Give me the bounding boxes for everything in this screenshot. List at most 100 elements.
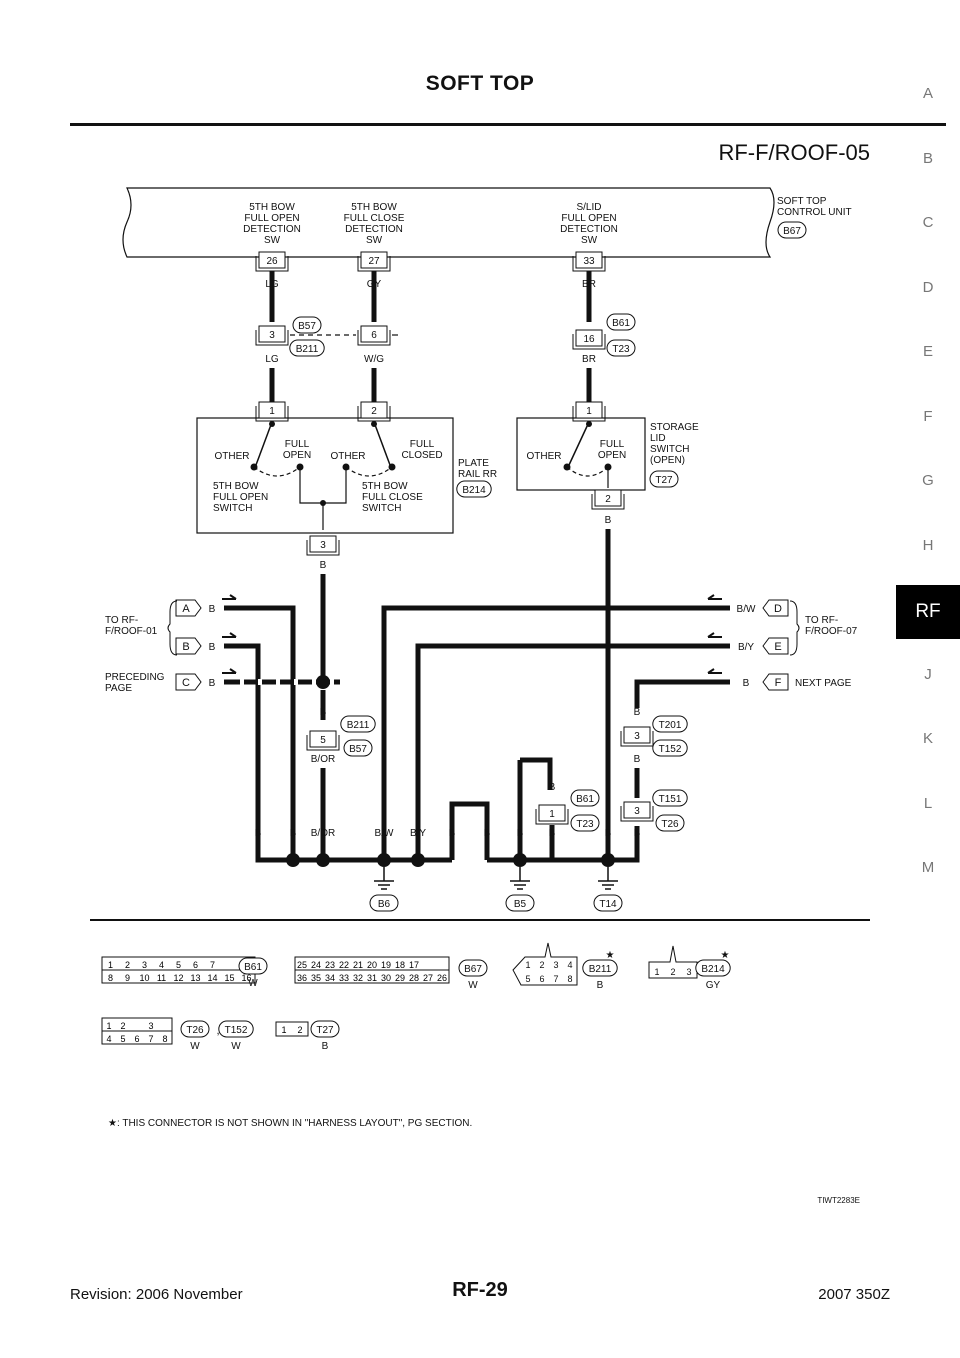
connector-shell xyxy=(620,806,654,822)
joint-pin xyxy=(575,329,603,347)
pin-label: 2 xyxy=(539,960,544,970)
connector-shell xyxy=(306,540,340,556)
section-tab-g[interactable]: G xyxy=(922,472,934,489)
switch-name: SWITCH xyxy=(213,503,252,514)
section-tab-j[interactable]: J xyxy=(924,665,932,683)
connector-face-b211 xyxy=(512,942,578,986)
section-tab-c[interactable]: C xyxy=(922,214,934,231)
ground-badge xyxy=(505,894,535,912)
connector-color: W xyxy=(468,980,478,991)
connector-id: B5 xyxy=(514,899,527,910)
connector-id: B67 xyxy=(783,226,801,237)
connector-id-badge xyxy=(652,739,688,757)
terminal-label: SW xyxy=(581,235,598,246)
pin-label: 6 xyxy=(134,1034,139,1044)
connector-id: B214 xyxy=(462,485,486,496)
control-unit-pin xyxy=(575,251,603,269)
switch-label: FULL xyxy=(410,439,435,450)
section-tab-l[interactable]: L xyxy=(923,794,933,812)
wire-color: B/W xyxy=(375,828,394,839)
pin-label: 28 xyxy=(409,973,419,983)
section-tab-d[interactable]: D xyxy=(922,278,934,296)
connector-id-badge xyxy=(289,339,325,357)
section-tab-m[interactable]: M xyxy=(921,859,935,876)
ref-letter: C xyxy=(182,677,190,689)
pin-label: 17 xyxy=(409,960,419,970)
pin-label: 25 xyxy=(297,960,307,970)
storage-lid-name: (OPEN) xyxy=(650,455,685,466)
pin-label: 36 xyxy=(297,973,307,983)
connector-id: T152 xyxy=(659,744,682,755)
terminal-label: FULL OPEN xyxy=(561,213,616,224)
connector-id: B61 xyxy=(612,318,630,329)
section-tab-h[interactable]: H xyxy=(922,536,934,554)
connector-id-badge xyxy=(343,739,373,757)
switch-travel xyxy=(566,466,609,477)
connector-id-badge xyxy=(570,789,600,807)
section-tab-rf[interactable]: RF xyxy=(896,585,960,639)
wire-color: B xyxy=(209,678,216,689)
pin-label: 14 xyxy=(207,973,217,983)
pin-label: 26 xyxy=(437,973,447,983)
wire-color: LG xyxy=(265,354,279,365)
section-tab-e[interactable]: E xyxy=(922,343,933,360)
right-ref-f xyxy=(762,673,789,691)
pin-number: 1 xyxy=(549,809,555,820)
splice-point xyxy=(513,853,527,867)
pin-label: 31 xyxy=(367,973,377,983)
switch-pivot xyxy=(269,421,275,427)
connector-id-badge xyxy=(238,957,268,975)
connector-id: T23 xyxy=(612,344,630,355)
ref-letter: B xyxy=(182,641,189,653)
right-ref-label: F/ROOF-07 xyxy=(805,626,858,637)
prev-page-label: PAGE xyxy=(105,683,132,694)
ground-b5 xyxy=(510,867,530,890)
signal-arrow xyxy=(222,594,237,600)
ref-letter: E xyxy=(774,641,781,653)
pin-label: 1 xyxy=(654,967,659,977)
connector-id: T23 xyxy=(576,819,594,830)
wire-color: B xyxy=(634,754,641,765)
connector-color: W xyxy=(248,978,258,989)
pin-number: 3 xyxy=(634,731,640,742)
pin-number: 3 xyxy=(320,540,326,551)
connector-id: B211 xyxy=(347,720,370,731)
page-title: SOFT TOP xyxy=(425,72,535,95)
pin-number: 3 xyxy=(634,806,640,817)
pin-label: 7 xyxy=(553,974,558,984)
star-mark: ★ xyxy=(606,950,615,961)
switch-contact xyxy=(255,421,273,466)
pin-number: 33 xyxy=(583,256,595,267)
section-tab-k[interactable]: K xyxy=(922,730,933,747)
section-tab-b[interactable]: B xyxy=(922,149,933,167)
pin-label: 1 xyxy=(108,960,113,970)
connector-color: GY xyxy=(706,980,721,991)
wire-color: B xyxy=(549,828,556,839)
connector-id-badge xyxy=(458,959,488,977)
terminal-label: S/LID xyxy=(576,202,601,213)
wire-color: B xyxy=(605,515,612,526)
pin-label: 2 xyxy=(297,1025,302,1035)
wire xyxy=(449,801,490,860)
switch-label: OTHER xyxy=(331,451,366,462)
pin-label: 8 xyxy=(567,974,572,984)
plate-rail-name: RAIL RR xyxy=(458,469,497,480)
pin-label: 33 xyxy=(339,973,349,983)
terminal-label: FULL CLOSE xyxy=(344,213,405,224)
ground-badge xyxy=(369,894,399,912)
wire-color: B/OR xyxy=(311,754,335,765)
connector-id: T152 xyxy=(225,1025,248,1036)
switch-name: FULL OPEN xyxy=(213,492,268,503)
terminal-label: 5TH BOW xyxy=(249,202,295,213)
pin-label: 3 xyxy=(142,960,147,970)
pin-label: 15 xyxy=(224,973,234,983)
storage-lid-name: LID xyxy=(650,433,666,444)
joint-pin xyxy=(258,325,286,343)
connector-id: B57 xyxy=(349,744,367,755)
connector-id-badge xyxy=(292,316,322,334)
pin-label: 6 xyxy=(539,974,544,984)
section-tab-a[interactable]: A xyxy=(922,85,933,102)
section-tab-f[interactable]: F xyxy=(923,407,933,425)
